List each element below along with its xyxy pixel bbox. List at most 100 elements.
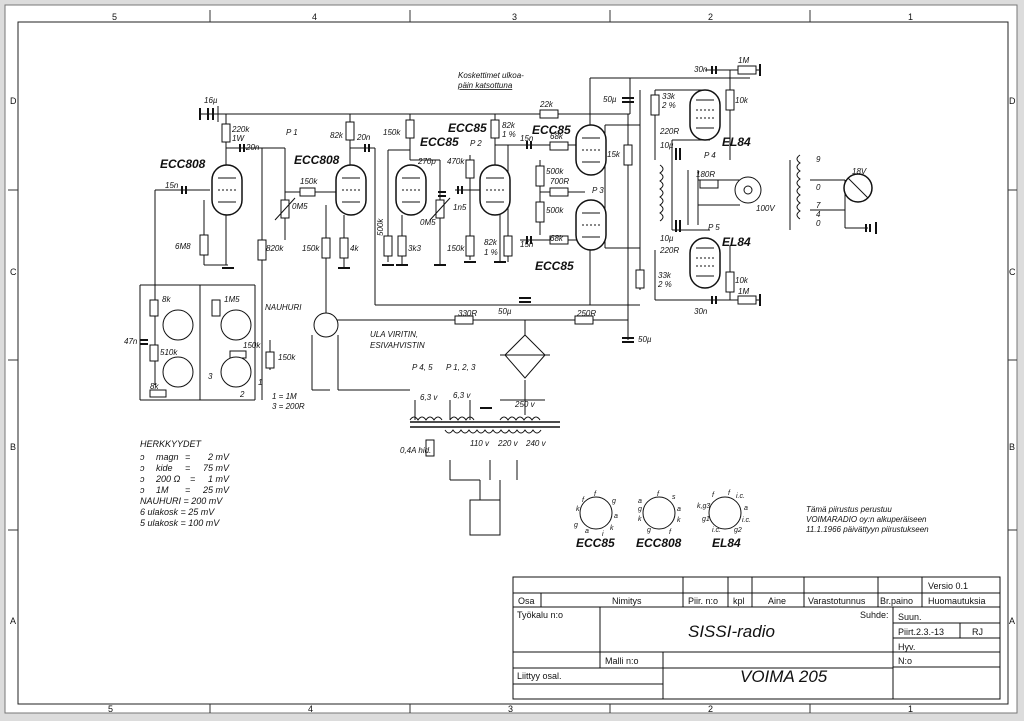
col-label: 4 — [308, 704, 313, 714]
label: P 1 — [286, 128, 298, 137]
label: 1W — [232, 134, 245, 143]
pin: f — [657, 491, 660, 498]
tube-electrodes — [218, 99, 714, 277]
tb-hyv: Hyv. — [898, 642, 915, 652]
label: 6M8 — [175, 242, 191, 251]
sens-val: 25 mV — [202, 485, 230, 495]
tb-br-paino: Br.paino — [880, 596, 913, 606]
pin: s — [672, 494, 676, 501]
sens-name: kide — [156, 463, 173, 473]
label: 270p — [417, 157, 436, 166]
label: 6,3 v — [420, 393, 438, 402]
label: 1 % — [502, 130, 516, 139]
output-transformer — [659, 154, 801, 222]
label: 500k — [546, 167, 564, 176]
sens-extra: NAUHURI = 200 mV — [140, 496, 223, 506]
label: 820k — [266, 244, 284, 253]
row-label: B — [1009, 442, 1015, 452]
label: 30n — [694, 65, 708, 74]
sens-val: 75 mV — [203, 463, 230, 473]
label: 10µ — [660, 141, 674, 150]
label: 20n — [356, 133, 371, 142]
label: P 2 — [470, 139, 482, 148]
pin: f — [728, 490, 731, 497]
label: 220 v — [497, 439, 519, 448]
label: 3 = 200R — [272, 402, 305, 411]
label: 20n — [245, 143, 260, 152]
row-label: D — [10, 96, 17, 106]
col-label: 5 — [108, 704, 113, 714]
label: 82k — [330, 131, 344, 140]
col-label: 1 — [908, 12, 913, 22]
label: NAUHURI — [265, 303, 302, 312]
label: 250 v — [514, 400, 536, 409]
din-sockets — [162, 309, 339, 388]
voltage-selector — [734, 176, 762, 204]
tb-varastotunnus: Varastotunnus — [808, 596, 866, 606]
title-block-grid — [512, 576, 1001, 700]
label: 1n5 — [453, 203, 467, 212]
row-label: C — [1009, 267, 1016, 277]
tb-osa: Osa — [518, 596, 535, 606]
label: 150k — [302, 244, 320, 253]
pin: g — [638, 506, 642, 513]
tb-initials: RJ — [972, 627, 983, 637]
label: 1M — [738, 56, 749, 65]
label: 82k — [502, 121, 516, 130]
label: 7 — [816, 201, 821, 210]
wiring — [139, 69, 868, 500]
voltage-selector-center — [743, 185, 753, 195]
tube-label: ECC85 — [448, 121, 487, 135]
sensitivity-title: HERKKYYDET — [140, 439, 203, 449]
note-line: Tämä piirustus perustuu — [806, 505, 892, 514]
col-label: 2 — [708, 12, 713, 22]
sens-name: magn — [156, 452, 179, 462]
label: 82k — [484, 238, 498, 247]
label: 0 — [816, 219, 821, 228]
col-label: 4 — [312, 12, 317, 22]
pin: g1 — [702, 516, 710, 523]
label: 150k — [447, 244, 465, 253]
label: ESIVAHVISTIN — [370, 341, 425, 350]
tb-tyokalu: Työkalu n:o — [517, 610, 563, 620]
sens-extra: 5 ulakosk = 100 mV — [140, 518, 220, 528]
pinout-labels: ECC85 ECC808 EL84 — [576, 536, 741, 550]
drawing-subtitle: VOIMA 205 — [740, 667, 828, 686]
label: 150k — [278, 353, 296, 362]
label: 9 — [816, 155, 821, 164]
pin: g — [574, 522, 578, 529]
label: 8k — [162, 295, 171, 304]
label: 50µ — [603, 95, 617, 104]
col-label: 1 — [908, 704, 913, 714]
label: 220k — [231, 125, 250, 134]
label: 8k — [150, 382, 159, 391]
tb-piir-no: Piir. n:o — [688, 596, 718, 606]
pinout-circles — [579, 496, 742, 530]
tube-label: ECC808 — [294, 153, 340, 167]
tb-suhde: Suhde: — [860, 610, 889, 620]
note-line: 11.1.1966 päivättyyn piirustukseen — [806, 525, 929, 534]
row-label: D — [1009, 96, 1016, 106]
label: 15k — [607, 150, 621, 159]
drawing-title: SISSI-radio — [688, 622, 775, 641]
col-label: 2 — [708, 704, 713, 714]
pinout-label: ECC808 — [636, 536, 682, 550]
label: 0M5 — [420, 218, 436, 227]
tb-suun: Suun. — [898, 612, 922, 622]
label: 330R — [458, 309, 477, 318]
sens-sym: ↄ — [140, 463, 145, 473]
label: 500k — [546, 206, 564, 215]
label: P 3 — [592, 186, 604, 195]
drawing-border — [17, 21, 1009, 705]
label: 1M — [738, 287, 749, 296]
sens-val: 1 mV — [208, 474, 230, 484]
label: Koskettimet ulkoa- — [458, 71, 524, 80]
pin: k — [576, 506, 580, 513]
label: 1M5 — [224, 295, 240, 304]
row-label: A — [1009, 616, 1015, 626]
label: 150k — [243, 341, 261, 350]
pin: k — [677, 517, 681, 524]
resistors — [149, 65, 757, 457]
label: 10k — [735, 96, 749, 105]
tb-no: N:o — [898, 656, 912, 666]
